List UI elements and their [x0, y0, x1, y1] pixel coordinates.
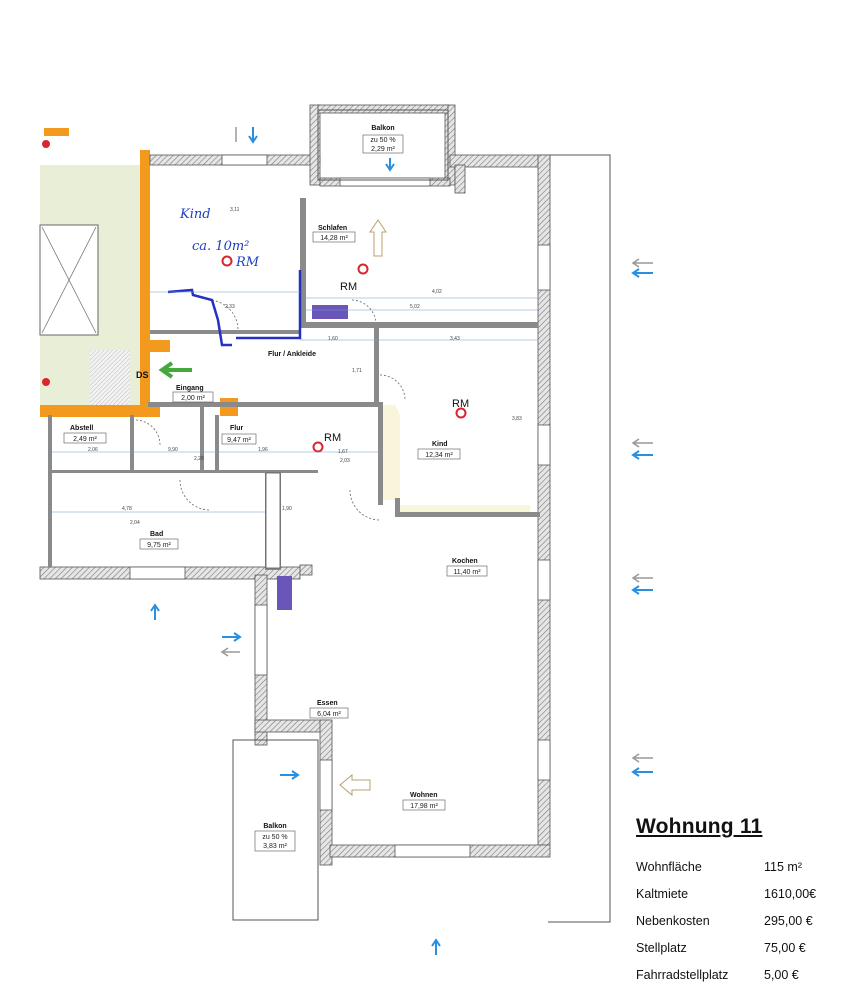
flur-shaded: [383, 405, 530, 515]
dim-label: 4,02: [432, 289, 442, 295]
balkon-top-area: 2,29 m²: [371, 146, 395, 153]
dim-label: 3,43: [450, 336, 460, 342]
windows: [129, 154, 551, 858]
dim-label: 1,90: [282, 506, 292, 512]
wohnen-area: 17,98 m²: [410, 803, 438, 810]
info-value: 75,00 €: [764, 940, 806, 955]
eingang-name: Eingang: [176, 385, 204, 392]
balkon-bottom: [232, 739, 319, 921]
purple-block-bottom: [277, 576, 292, 610]
kochen-name: Kochen: [452, 558, 478, 565]
property-line: [548, 154, 611, 923]
eingang-area: 2,00 m²: [181, 395, 205, 402]
balkon-top-name: Balkon: [371, 125, 394, 132]
dim-label: 2,06: [88, 447, 98, 453]
rm-kind: RM: [452, 398, 469, 410]
living-entry-arrow-icon: [339, 773, 371, 797]
purple-block-top: [312, 305, 348, 319]
dim-label: 2,28: [194, 456, 204, 462]
red-marker-left: [42, 378, 50, 386]
info-label: Kaltmiete: [636, 886, 689, 901]
kind-right-area: 12,34 m²: [425, 452, 453, 459]
grey-arrows: [220, 127, 653, 763]
balkon-bottom-share: zu 50 %: [262, 834, 287, 841]
kind-left-name: Kind: [179, 207, 211, 222]
info-row: Fahrradstellplatz 5,00 €: [636, 961, 836, 988]
kitchen-counter: [265, 472, 281, 569]
abstell-area: 2,49 m²: [73, 436, 97, 443]
info-row: Stellplatz 75,00 €: [636, 934, 836, 961]
balkon-bottom-area: 3,83 m²: [263, 843, 287, 850]
kochen-area: 11,40 m²: [453, 569, 481, 576]
essen-area: 6,04 m²: [317, 711, 341, 718]
dimension-labels: 3,11 2,33 4,02 5,02 1,60 3,43 1,71 2,06 …: [88, 207, 522, 526]
dim-label: 1,96: [258, 447, 268, 453]
dim-label: 1,60: [328, 336, 338, 342]
apartment-info-panel: Wohnung 11 Wohnfläche 115 m² Kaltmiete 1…: [636, 815, 836, 988]
dim-label: 2,04: [130, 520, 140, 526]
info-label: Fahrradstellplatz: [636, 967, 729, 982]
info-label: Stellplatz: [636, 940, 687, 955]
dim-label: 4,78: [122, 506, 132, 512]
rm-schlafen: RM: [340, 281, 357, 293]
info-value: 5,00 €: [764, 967, 799, 982]
balcony-entry-arrow-icon: [369, 219, 387, 257]
info-row: Wohnfläche 115 m²: [636, 853, 836, 880]
room-labels: Balkon zu 50 % 2,29 m² Kind ca. 10m² RM …: [63, 125, 488, 852]
schlafen-name: Schlafen: [318, 225, 347, 232]
dim-label: 5,02: [410, 304, 420, 310]
abstell-name: Abstell: [70, 425, 93, 432]
handwritten-wall-markup: [167, 270, 302, 347]
stairs: [90, 350, 130, 405]
flur-ankleide-name: Flur / Ankleide: [268, 351, 316, 358]
orientation-arrows: [150, 127, 653, 955]
wohnen-name: Wohnen: [410, 792, 437, 799]
info-value: 1610,00€: [764, 886, 817, 901]
info-row: Kaltmiete 1610,00€: [636, 880, 836, 907]
apartment-title: Wohnung 11: [636, 815, 763, 838]
flur-name: Flur: [230, 425, 243, 432]
dim-label: 3,83: [512, 416, 522, 422]
balkon-bottom-name: Balkon: [263, 823, 286, 830]
rm-flur: RM: [324, 432, 341, 444]
info-value: 295,00 €: [764, 913, 813, 928]
red-marker-top: [42, 140, 50, 148]
schlafen-area: 14,28 m²: [320, 235, 348, 242]
info-value: 115 m²: [764, 859, 802, 874]
entrance-arrow-icon: [158, 361, 192, 379]
rm-handwritten: RM: [235, 255, 260, 270]
info-label: Nebenkosten: [636, 913, 710, 928]
info-row: Nebenkosten 295,00 €: [636, 907, 836, 934]
bad-name: Bad: [150, 531, 163, 538]
dim-label: 1,67: [338, 449, 348, 455]
dim-label: 9,90: [168, 447, 178, 453]
balkon-top-share: zu 50 %: [370, 137, 395, 144]
dim-label: 3,11: [230, 207, 240, 213]
dimension-lines: [52, 291, 538, 513]
flur-area: 9,47 m²: [227, 437, 251, 444]
dim-label: 1,71: [352, 368, 362, 374]
balkon-top: [317, 109, 449, 181]
ds-mark: DS: [136, 370, 149, 380]
essen-name: Essen: [317, 700, 338, 707]
smoke-detector-markers: [221, 255, 467, 453]
bad-area: 9,75 m²: [147, 542, 171, 549]
dim-label: 2,03: [340, 458, 350, 464]
dim-label: 2,33: [225, 304, 235, 310]
info-label: Wohnfläche: [636, 859, 702, 874]
kind-left-note: ca. 10m²: [192, 239, 249, 254]
kind-right-name: Kind: [432, 441, 448, 448]
